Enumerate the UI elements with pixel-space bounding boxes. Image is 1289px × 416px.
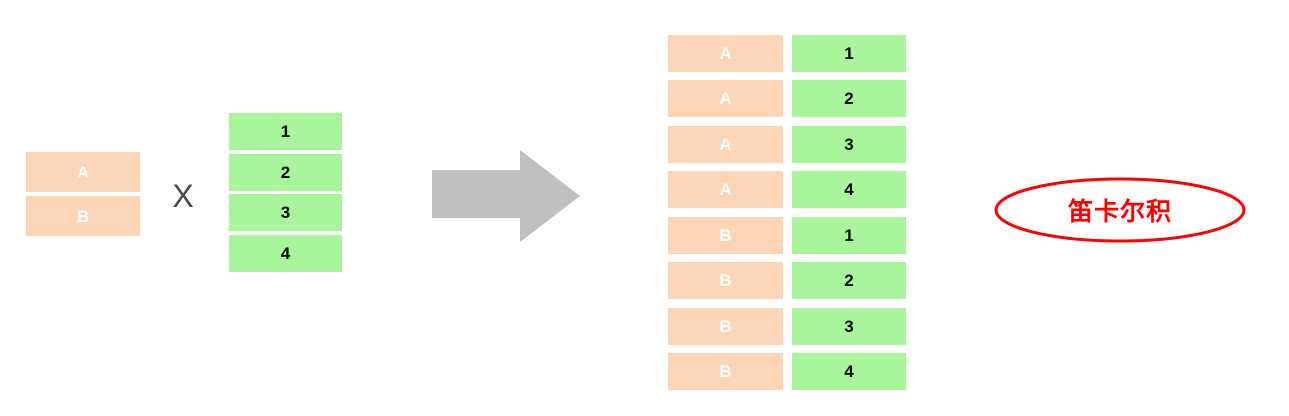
right-operand-table: 1 2 3 4 [229, 113, 342, 272]
result-cell-right: 3 [792, 308, 906, 345]
ellipse-outline-icon [994, 177, 1246, 243]
result-cell-left: B [668, 353, 783, 390]
result-cell-left: B [668, 262, 783, 299]
right-block-arrow-icon [432, 150, 580, 242]
result-cell-right: 4 [792, 171, 906, 208]
annotation-label: 笛卡尔积 [1067, 198, 1172, 226]
right-operand-cell-4: 4 [229, 235, 342, 272]
result-cell-right: 4 [792, 353, 906, 390]
result-cell-left: B [668, 308, 783, 345]
result-cell-left: A [668, 35, 783, 72]
cartesian-product-result-table: A 1 A 2 A 3 A 4 B 1 B 2 B 3 B 4 [668, 35, 906, 391]
result-cell-right: 3 [792, 126, 906, 163]
result-cell-left: B [668, 217, 783, 254]
result-cell-left: A [668, 126, 783, 163]
left-operand-cell-a: A [26, 152, 140, 192]
annotation-callout: 笛卡尔积 [993, 176, 1247, 244]
result-cell-left: A [668, 80, 783, 117]
left-operand-table: A B [26, 152, 140, 236]
right-operand-cell-1: 1 [229, 113, 342, 150]
right-operand-cell-3: 3 [229, 194, 342, 231]
right-operand-cell-2: 2 [229, 154, 342, 191]
result-cell-right: 1 [792, 217, 906, 254]
result-cell-left: A [668, 171, 783, 208]
result-cell-right: 2 [792, 80, 906, 117]
result-cell-right: 2 [792, 262, 906, 299]
left-operand-cell-b: B [26, 196, 140, 236]
multiplication-operator-symbol: X [172, 177, 194, 214]
result-cell-right: 1 [792, 35, 906, 72]
